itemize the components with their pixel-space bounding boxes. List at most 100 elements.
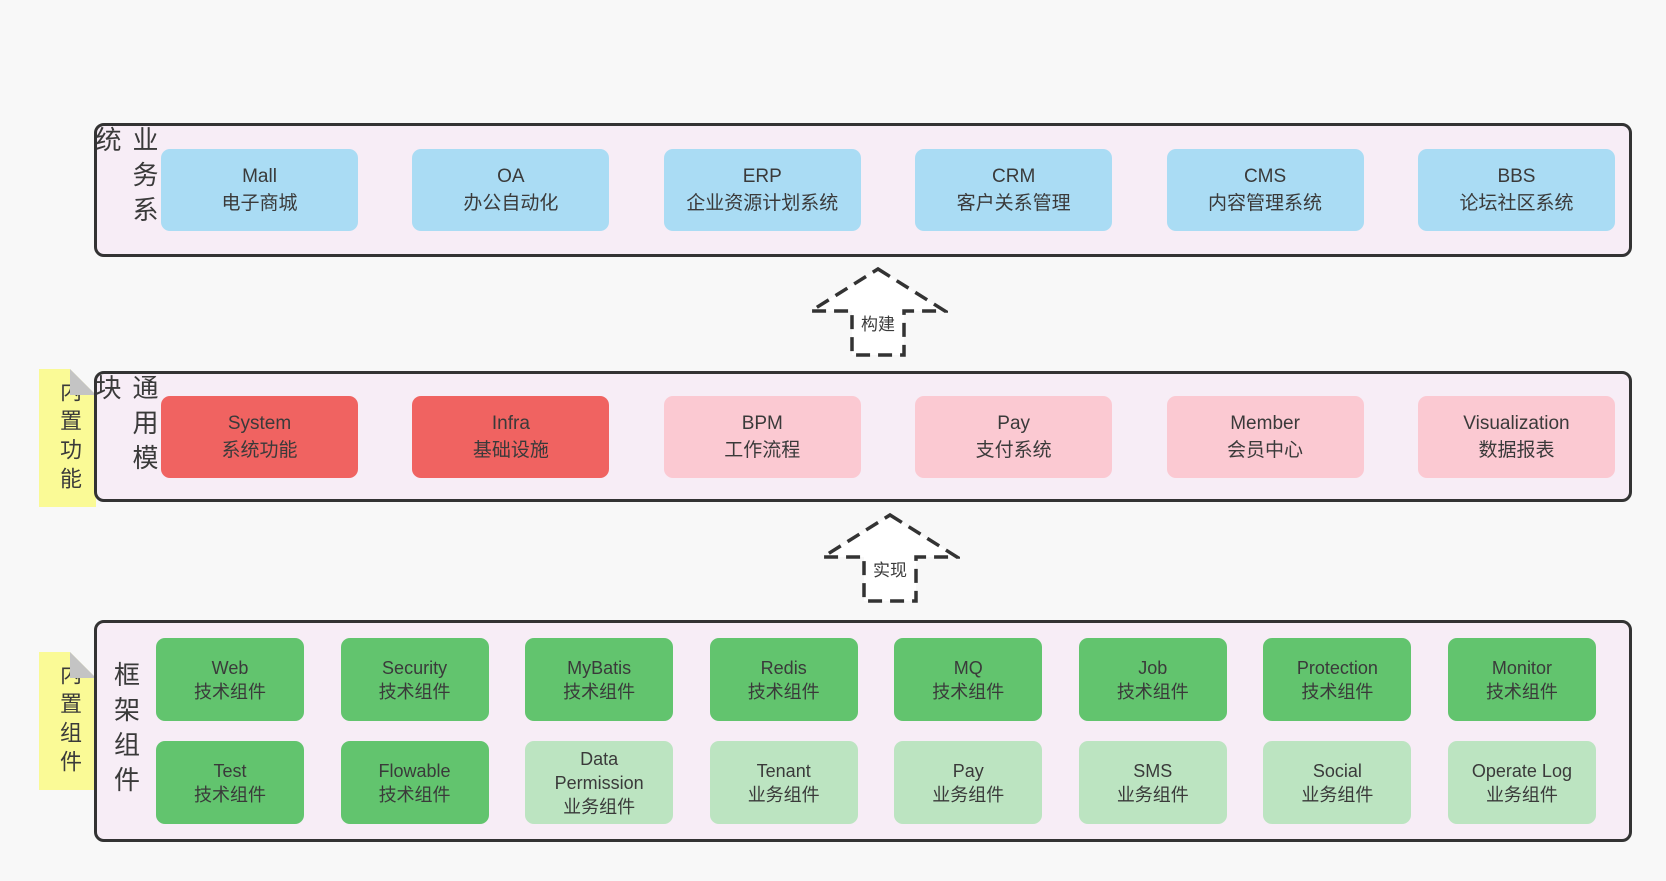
box-mq: MQ 技术组件 <box>894 638 1043 721</box>
panel-framework-components: 框架组件 Web 技术组件 Security 技术组件 MyBatis 技术组件… <box>94 620 1632 842</box>
box-flowable-desc: 技术组件 <box>378 784 451 805</box>
box-data-permission: Data Permission 业务组件 <box>525 741 674 824</box>
box-member-name: Member <box>1230 412 1300 434</box>
box-bpm-name: BPM <box>741 412 783 434</box>
box-job-name: Job <box>1138 657 1168 678</box>
panel-components-label: 框架组件 <box>110 661 141 801</box>
box-oa: OA 办公自动化 <box>412 149 610 231</box>
build-arrow: 构建 <box>808 266 948 362</box>
box-pay: Pay 支付系统 <box>915 395 1113 478</box>
sticky-built-in-components: 内置组件 <box>39 652 96 790</box>
box-test-desc: 技术组件 <box>194 784 266 805</box>
box-flowable-name: Flowable <box>378 760 451 781</box>
components-box-rows: Web 技术组件 Security 技术组件 MyBatis 技术组件 Redi… <box>155 623 1629 839</box>
sticky-built-in-features: 内置功能 <box>39 369 96 507</box>
box-mq-name: MQ <box>953 657 983 678</box>
box-test: Test 技术组件 <box>156 741 304 824</box>
box-web: Web 技术组件 <box>156 638 304 721</box>
box-pay-component-desc: 业务组件 <box>932 784 1005 805</box>
box-monitor-name: Monitor <box>1491 657 1552 678</box>
panel-business-systems: 业务系统 Mall 电子商城 OA 办公自动化 ERP 企业资源计划系统 CRM… <box>92 123 1632 257</box>
box-mall: Mall 电子商城 <box>161 149 358 231</box>
box-visualization-name: Visualization <box>1463 412 1570 434</box>
box-protection: Protection 技术组件 <box>1263 638 1412 721</box>
box-security-desc: 技术组件 <box>378 681 451 702</box>
panel-common-modules: 通用模块 System 系统功能 Infra 基础设施 BPM 工作流程 Pay… <box>92 371 1632 502</box>
box-system-desc: 系统功能 <box>221 439 298 461</box>
box-mybatis-desc: 技术组件 <box>563 681 636 702</box>
implement-arrow-label: 实现 <box>870 556 910 581</box>
box-pay-component-name: Pay <box>952 760 984 781</box>
box-oa-desc: 办公自动化 <box>463 193 559 214</box>
box-bpm: BPM 工作流程 <box>663 395 861 478</box>
box-social-desc: 业务组件 <box>1301 784 1374 805</box>
box-system: System 系统功能 <box>161 395 358 478</box>
box-erp-name: ERP <box>742 166 782 187</box>
box-cms-name: CMS <box>1243 166 1287 187</box>
box-visualization-desc: 数据报表 <box>1478 439 1555 461</box>
box-bbs-desc: 论坛社区系统 <box>1459 193 1574 214</box>
box-tenant-desc: 业务组件 <box>747 784 820 805</box>
box-sms-desc: 业务组件 <box>1116 784 1189 805</box>
box-pay-name: Pay <box>997 412 1031 434</box>
box-mq-desc: 技术组件 <box>932 681 1005 702</box>
box-monitor: Monitor 技术组件 <box>1447 638 1596 721</box>
box-data-permission-desc: 业务组件 <box>563 796 636 817</box>
box-erp: ERP 企业资源计划系统 <box>663 149 861 231</box>
sticky-fold-corner-icon <box>70 652 96 678</box>
box-operate-log-desc: 业务组件 <box>1485 784 1558 805</box>
sticky-built-in-features-label: 内置功能 <box>57 380 82 496</box>
box-cms-desc: 内容管理系统 <box>1208 193 1323 214</box>
panel-business-label: 业务系统 <box>92 126 159 231</box>
box-oa-name: OA <box>497 166 525 187</box>
box-redis-name: Redis <box>760 657 807 678</box>
box-redis-desc: 技术组件 <box>747 681 820 702</box>
box-social-name: Social <box>1312 760 1362 781</box>
box-member: Member 会员中心 <box>1166 395 1364 478</box>
box-redis: Redis 技术组件 <box>709 638 858 721</box>
box-web-name: Web <box>211 657 249 678</box>
sticky-built-in-components-label: 内置组件 <box>57 663 82 779</box>
box-infra-name: Infra <box>491 412 530 434</box>
implement-arrow: 实现 <box>820 512 960 608</box>
box-protection-desc: 技术组件 <box>1301 681 1374 702</box>
business-box-row: Mall 电子商城 OA 办公自动化 ERP 企业资源计划系统 CRM 客户关系… <box>155 126 1629 254</box>
box-security: Security 技术组件 <box>340 638 489 721</box>
box-data-permission-name: Data Permission <box>554 748 644 793</box>
box-job: Job 技术组件 <box>1078 638 1227 721</box>
box-crm-name: CRM <box>992 166 1036 187</box>
box-member-desc: 会员中心 <box>1227 439 1304 461</box>
box-crm-desc: 客户关系管理 <box>956 193 1071 214</box>
box-cms: CMS 内容管理系统 <box>1166 149 1364 231</box>
components-row-2: Test 技术组件 Flowable 技术组件 Data Permission … <box>156 741 1596 824</box>
box-security-name: Security <box>382 657 448 678</box>
box-test-name: Test <box>213 760 247 781</box>
box-protection-name: Protection <box>1296 657 1378 678</box>
box-mall-name: Mall <box>242 166 277 187</box>
box-mybatis: MyBatis 技术组件 <box>525 638 674 721</box>
box-bbs-name: BBS <box>1497 166 1536 187</box>
components-row-1: Web 技术组件 Security 技术组件 MyBatis 技术组件 Redi… <box>156 638 1596 721</box>
box-bbs: BBS 论坛社区系统 <box>1417 149 1615 231</box>
box-monitor-desc: 技术组件 <box>1485 681 1558 702</box>
panel-modules-label: 通用模块 <box>92 374 159 479</box>
box-infra-desc: 基础设施 <box>472 439 549 461</box>
box-infra: Infra 基础设施 <box>412 395 610 478</box>
box-pay-component: Pay 业务组件 <box>894 741 1043 824</box>
box-bpm-desc: 工作流程 <box>724 439 801 461</box>
box-mybatis-name: MyBatis <box>567 657 632 678</box>
box-web-desc: 技术组件 <box>194 681 266 702</box>
box-social: Social 业务组件 <box>1263 741 1412 824</box>
box-crm: CRM 客户关系管理 <box>915 149 1113 231</box>
build-arrow-label: 构建 <box>858 310 898 335</box>
box-erp-desc: 企业资源计划系统 <box>686 193 839 214</box>
box-tenant-name: Tenant <box>756 760 811 781</box>
box-flowable: Flowable 技术组件 <box>340 741 489 824</box>
box-sms-name: SMS <box>1133 760 1173 781</box>
box-tenant: Tenant 业务组件 <box>709 741 858 824</box>
modules-box-row: System 系统功能 Infra 基础设施 BPM 工作流程 Pay 支付系统… <box>155 374 1629 499</box>
box-pay-desc: 支付系统 <box>975 439 1052 461</box>
box-visualization: Visualization 数据报表 <box>1417 395 1615 478</box>
box-sms: SMS 业务组件 <box>1078 741 1227 824</box>
